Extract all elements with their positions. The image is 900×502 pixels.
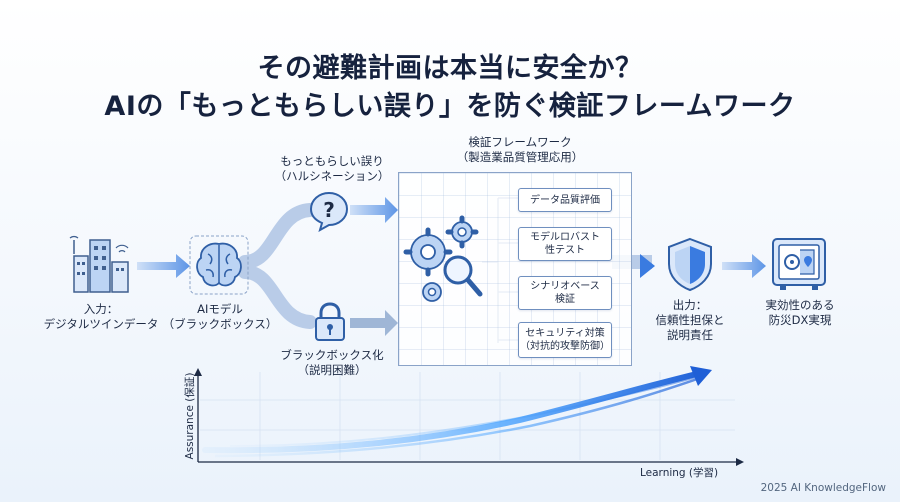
- ai-model-caption: AIモデル （ブラックボックス）: [150, 302, 290, 332]
- arrow-blackbox-to-framework: [350, 310, 398, 336]
- ai-model-label-1: AIモデル: [197, 302, 243, 316]
- assurance-wave-3: [229, 375, 701, 447]
- framework-subtitle: （製造業品質管理応用）: [456, 150, 584, 164]
- hallucination-label-2: （ハルシネーション）: [274, 169, 390, 183]
- hallucination-caption: もっともらしい誤り （ハルシネーション）: [262, 154, 402, 184]
- question-bubble-icon: ?: [309, 191, 349, 232]
- framework-item-3-label-2: 検証: [555, 294, 575, 305]
- graph-y-label: Assurance (保証): [184, 372, 196, 460]
- split-curve-upper: [238, 203, 317, 269]
- framework-item-2-label-1: モデルロバスト: [530, 232, 600, 243]
- arrow-input-to-ai: [137, 254, 190, 278]
- output-label-1: 出力：: [672, 298, 708, 312]
- graph-x-arrowhead: [736, 458, 744, 466]
- input-caption: 入力： デジタルツインデータ: [30, 302, 172, 332]
- output-label-3: 説明責任: [667, 328, 713, 342]
- assurance-arrowhead: [690, 366, 712, 386]
- framework-item-data-quality: データ品質評価: [518, 188, 612, 212]
- framework-caption: 検証フレームワーク （製造業品質管理応用）: [430, 135, 610, 165]
- city-icon: [69, 235, 129, 293]
- assurance-wave-main: [202, 369, 708, 454]
- framework-item-scenario: シナリオベース 検証: [518, 276, 612, 310]
- output-label-2: 信頼性担保と: [655, 313, 725, 327]
- brain-icon: [189, 235, 249, 295]
- framework-item-4-label-2: （対抗的攻撃防御）: [520, 341, 610, 352]
- hallucination-label-1: もっともらしい誤り: [280, 154, 384, 168]
- framework-title: 検証フレームワーク: [468, 135, 572, 149]
- framework-item-1-label: データ品質評価: [530, 194, 600, 206]
- result-label-1: 実効性のある: [765, 298, 835, 312]
- framework-item-security: セキュリティ対策 （対抗的攻撃防御）: [518, 322, 612, 358]
- blackbox-label-1: ブラックボックス化: [280, 348, 384, 362]
- arrow-framework-to-output: [640, 254, 655, 278]
- input-label-1: 入力：: [83, 302, 119, 316]
- gears-magnifier-icon: [403, 215, 483, 302]
- framework-item-robustness: モデルロバスト 性テスト: [518, 227, 612, 261]
- title-line-1: その避難計画は本当に安全か？: [257, 53, 643, 84]
- graph-x-label: Learning (学習): [640, 467, 719, 479]
- output-caption: 出力： 信頼性担保と 説明責任: [630, 298, 750, 343]
- framework-item-4-label-1: セキュリティ対策: [525, 328, 605, 339]
- graph-y-arrowhead: [194, 368, 202, 376]
- footer-credit: 2025 AI KnowledgeFlow: [760, 482, 886, 494]
- assurance-wave-2: [214, 376, 701, 458]
- blackbox-label-2: （説明困難）: [297, 363, 367, 377]
- result-caption: 実効性のある 防災DX実現: [748, 298, 852, 328]
- arrow-output-to-result: [722, 254, 766, 278]
- ai-model-label-2: （ブラックボックス）: [162, 317, 278, 331]
- svg-text:?: ?: [323, 198, 335, 222]
- title-line-2: AIの「もっともらしい誤り」を防ぐ検証フレームワーク: [104, 91, 796, 122]
- lock-icon: [315, 302, 345, 341]
- split-curve-lower: [238, 265, 317, 329]
- blackbox-caption: ブラックボックス化 （説明困難）: [262, 348, 402, 378]
- framework-item-3-label-1: シナリオベース: [530, 281, 600, 292]
- safe-map-icon: [772, 238, 826, 290]
- arrow-hallucination-to-framework: [350, 197, 398, 223]
- result-label-2: 防災DX実現: [768, 313, 832, 327]
- input-label-2: デジタルツインデータ: [43, 317, 159, 331]
- framework-item-2-label-2: 性テスト: [545, 245, 585, 256]
- shield-icon: [668, 237, 712, 292]
